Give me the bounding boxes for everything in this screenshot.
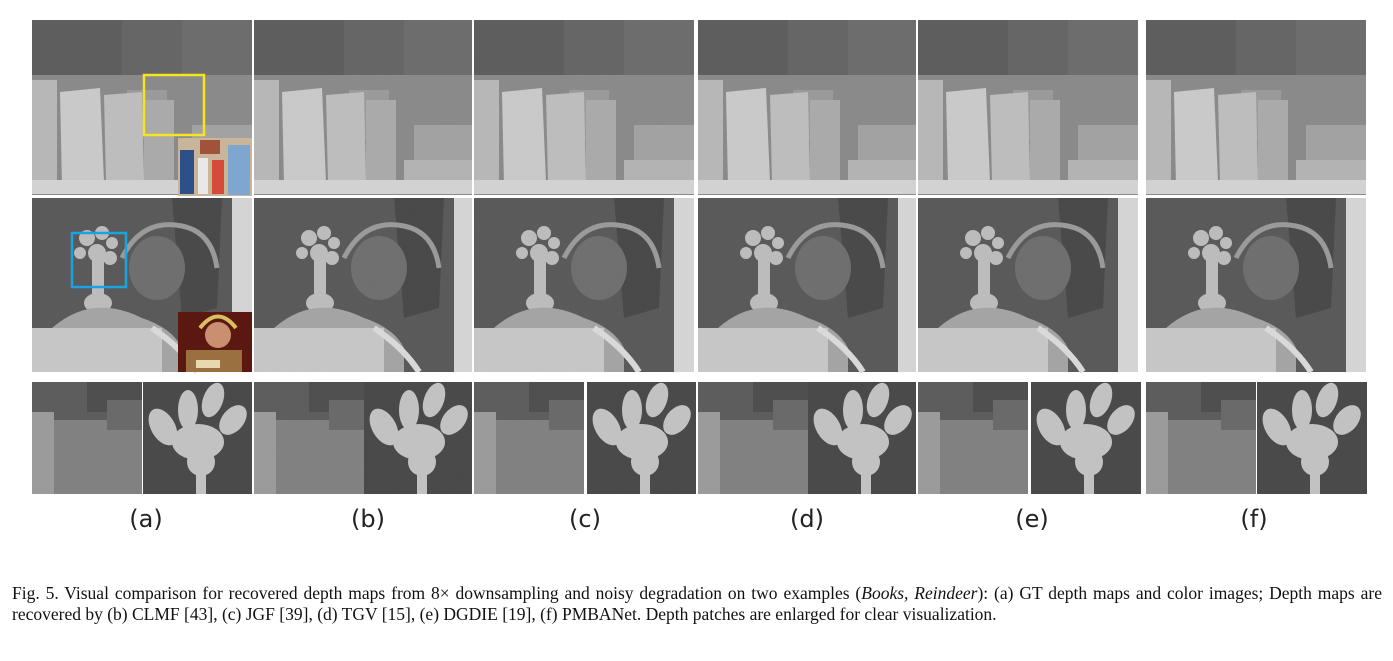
row-reindeer: [32, 198, 1366, 372]
figure-caption: Fig. 5. Visual comparison for recovered …: [12, 583, 1382, 625]
panel-label-f: (f): [1240, 505, 1268, 533]
panel-d-books: [698, 20, 918, 195]
panel-label-a: (a): [129, 505, 163, 533]
panel-label-d: (d): [790, 505, 824, 533]
yellow-highlight-box: [142, 73, 206, 137]
panel-e-books: [918, 20, 1138, 195]
books-color-inset: [178, 138, 254, 196]
row-books: [32, 20, 1366, 196]
reindeer-color-inset: [178, 312, 254, 372]
caption-prefix: Fig. 5. Visual comparison for recovered …: [12, 583, 862, 603]
panel-b-books: [254, 20, 474, 195]
caption-suffix: ): (a) GT depth maps and color images; D…: [12, 583, 1382, 624]
caption-examples: Books, Reindeer: [861, 583, 978, 603]
panel-d-reindeer: [698, 198, 918, 372]
panel-c-reindeer: [474, 198, 694, 372]
panel-c-books: [474, 20, 694, 195]
panel-label-b: (b): [351, 505, 385, 533]
panel-b-reindeer: [254, 198, 474, 372]
blue-highlight-box: [70, 231, 128, 289]
panel-label-c: (c): [569, 505, 601, 533]
panel-e-reindeer: [918, 198, 1138, 372]
panel-f-reindeer: [1146, 198, 1366, 372]
panel-label-e: (e): [1015, 505, 1049, 533]
row-zoom: [32, 379, 1367, 494]
panel-f-books: [1146, 20, 1366, 195]
